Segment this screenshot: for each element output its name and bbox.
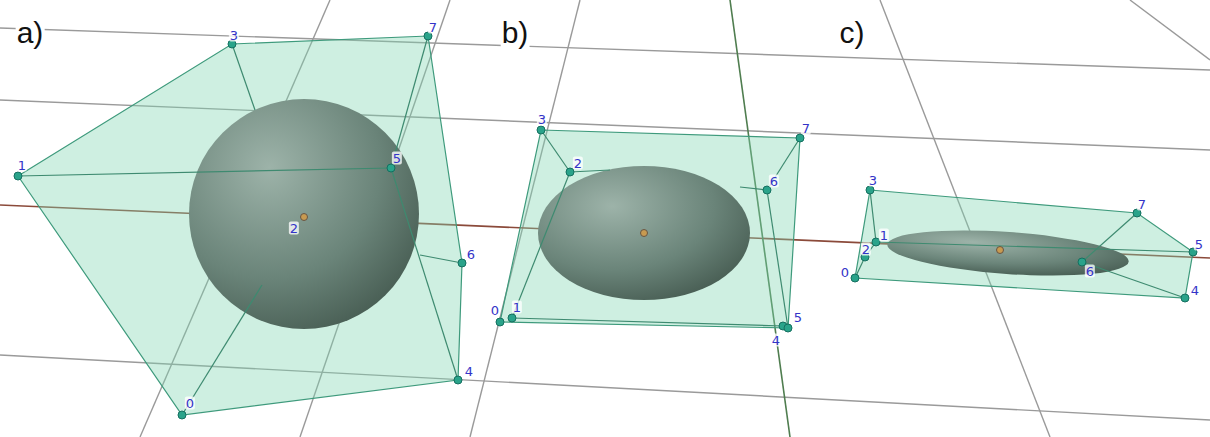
panel-letter: c) bbox=[839, 18, 866, 48]
vertex-number: 0 bbox=[490, 304, 500, 317]
hull-edge bbox=[18, 168, 391, 176]
convex-hull bbox=[500, 130, 800, 328]
ellipsoid bbox=[886, 224, 1130, 283]
vertex-number: 6 bbox=[1085, 265, 1095, 278]
vertex-dot bbox=[496, 318, 504, 326]
vertex-number: 7 bbox=[428, 21, 438, 34]
hull-edge bbox=[1082, 213, 1137, 262]
hull-edge bbox=[232, 44, 255, 110]
vertex-number: 2 bbox=[861, 243, 871, 256]
vertex-number: 2 bbox=[573, 157, 583, 170]
vertex-number: 4 bbox=[464, 365, 474, 378]
grid-line bbox=[1130, 0, 1210, 60]
vertex-number: 1 bbox=[512, 301, 522, 314]
hull-edge bbox=[541, 130, 570, 172]
convex-hull bbox=[855, 190, 1193, 298]
hull-edge bbox=[391, 36, 428, 168]
vertex-number: 3 bbox=[537, 113, 547, 126]
vertex-dot bbox=[458, 259, 466, 267]
vertex-dot bbox=[387, 164, 395, 172]
hull-edge bbox=[420, 255, 462, 263]
vertex-number: 3 bbox=[229, 29, 239, 42]
vertex-dot bbox=[508, 314, 516, 322]
vertex-number: 5 bbox=[793, 311, 803, 324]
hull-edge bbox=[767, 190, 788, 328]
convex-hull bbox=[18, 36, 462, 415]
vertex-number: 4 bbox=[1190, 284, 1200, 297]
hull-edge bbox=[1082, 262, 1185, 298]
vertex-number: 4 bbox=[771, 334, 781, 347]
grid-line bbox=[0, 28, 1210, 70]
vertex-dot bbox=[784, 324, 792, 332]
vertex-dot bbox=[14, 172, 22, 180]
vertex-dot bbox=[454, 376, 462, 384]
vertex-number: 6 bbox=[769, 175, 779, 188]
center-dot bbox=[997, 247, 1004, 254]
vertex-number: 0 bbox=[185, 397, 195, 410]
vertex-number: 2 bbox=[289, 222, 299, 235]
hull-edge bbox=[570, 170, 610, 172]
vertex-dot bbox=[1181, 294, 1189, 302]
center-dot bbox=[641, 230, 648, 237]
hull-edge bbox=[512, 318, 783, 326]
vertex-number: 7 bbox=[1137, 198, 1147, 211]
vertex-dot bbox=[851, 274, 859, 282]
vertex-dot bbox=[537, 126, 545, 134]
vertex-number: 6 bbox=[466, 248, 476, 261]
center-dot bbox=[301, 214, 308, 221]
panel-letter: b) bbox=[501, 18, 530, 48]
vertex-number: 3 bbox=[868, 174, 878, 187]
vertex-number: 5 bbox=[1194, 238, 1204, 251]
vertex-number: 1 bbox=[879, 229, 889, 242]
vertex-dot bbox=[178, 411, 186, 419]
ellipsoid bbox=[538, 166, 750, 300]
vertex-dot bbox=[866, 186, 874, 194]
vertex-number: 1 bbox=[17, 159, 27, 172]
hull-edge bbox=[391, 168, 458, 380]
vertex-dot bbox=[796, 134, 804, 142]
panel-letter: a) bbox=[16, 18, 45, 48]
vertex-number: 5 bbox=[392, 152, 402, 165]
sphere bbox=[189, 99, 419, 329]
hull-edge bbox=[512, 172, 570, 318]
hull-edge bbox=[876, 242, 1193, 252]
vertex-number: 0 bbox=[840, 266, 850, 279]
hull-edge bbox=[182, 285, 262, 415]
hull-edge bbox=[767, 138, 800, 190]
vertex-number: 7 bbox=[801, 122, 811, 135]
hull-edge bbox=[870, 190, 876, 242]
